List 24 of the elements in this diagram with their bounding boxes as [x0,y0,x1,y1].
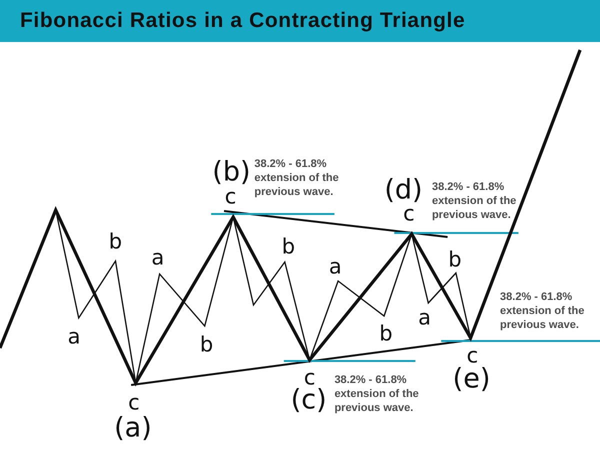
wave-letter: c [403,204,415,224]
wave-point-label: (c) [290,386,327,414]
wave-letter: a [328,256,342,278]
wave-letter: b [379,324,393,344]
wave-letter: c [224,186,236,208]
fibonacci-note: 38.2% - 61.8% extension of the previous wave. [500,290,586,332]
wave-letter: a [418,308,432,328]
wave-point-label: (a) [114,414,152,442]
wave-letter: b [282,236,296,258]
fibonacci-note: 38.2% - 61.8% extension of the previous wave. [334,373,420,415]
wave-letter: a [151,248,164,268]
wave-letter: c [304,368,316,388]
wave-point-label: (b) [212,158,250,186]
wave-point-label: (d) [384,176,423,204]
fibonacci-note: 38.2% - 61.8% extension of the previous wave. [432,180,518,222]
wave-letter: b [200,334,214,356]
wave-letter: a [68,326,81,348]
wave-letter: c [128,392,140,414]
wave-letter: b [448,250,462,270]
wave-point-label: (e) [452,366,490,392]
wave-letter: c [466,346,478,366]
fibonacci-note: 38.2% - 61.8% extension of the previous wave. [254,157,340,199]
wave-letter: b [108,232,122,252]
page-title: Fibonacci Ratios in a Contracting Triangle [20,8,466,34]
